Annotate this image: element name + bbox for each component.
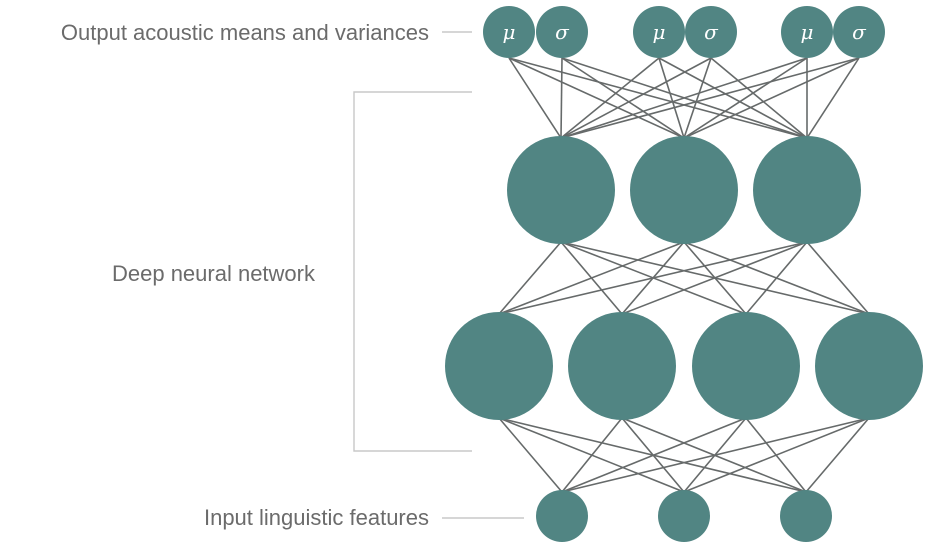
edge-output-hidden1 (561, 57, 685, 139)
network-label: Deep neural network (112, 261, 316, 286)
edge-hidden2-input (683, 417, 870, 493)
edge-output-hidden1 (560, 57, 860, 139)
output-node (685, 6, 737, 58)
edge-hidden1-hidden2 (498, 241, 685, 315)
output-label: Output acoustic means and variances (61, 20, 429, 45)
edge-hidden2-input (561, 417, 747, 493)
hidden-layer-1-node (507, 136, 615, 244)
edge-hidden2-input (561, 417, 623, 493)
input-node (658, 490, 710, 542)
edge-hidden1-hidden2 (806, 241, 870, 315)
hidden-layer-2-node (568, 312, 676, 420)
edge-output-hidden1 (560, 57, 808, 139)
output-node (781, 6, 833, 58)
edge-output-hidden1 (806, 57, 860, 139)
edge-output-hidden1 (560, 57, 660, 139)
output-node-symbol: σ (555, 20, 570, 44)
output-node-symbol: μ (653, 20, 666, 44)
edge-hidden1-hidden2 (621, 241, 808, 315)
hidden-layer-2-node (445, 312, 553, 420)
edge-hidden1-hidden2 (498, 241, 808, 315)
edge-output-hidden1 (508, 57, 808, 139)
edge-output-hidden1 (508, 57, 685, 139)
output-node (483, 6, 535, 58)
hidden-layer-2-node (815, 312, 923, 420)
edge-output-hidden1 (658, 57, 808, 139)
guide-lines (353, 31, 524, 519)
output-node (536, 6, 588, 58)
edge-output-hidden1 (658, 57, 685, 139)
edge-output-hidden1 (683, 57, 712, 139)
output-node-symbol: μ (503, 20, 516, 44)
input-node (780, 490, 832, 542)
hidden-layer-1-node (630, 136, 738, 244)
edge-output-hidden1 (508, 57, 562, 139)
connection-lines (498, 57, 870, 493)
input-label: Input linguistic features (204, 505, 429, 530)
edge-hidden1-hidden2 (498, 241, 562, 315)
network-bracket (353, 91, 472, 452)
edge-hidden2-input (805, 417, 870, 493)
edge-output-hidden1 (560, 57, 563, 139)
edge-hidden2-input (561, 417, 870, 493)
edge-output-hidden1 (683, 57, 808, 139)
output-node (833, 6, 885, 58)
edge-hidden2-input (498, 417, 563, 493)
edge-hidden1-hidden2 (745, 241, 808, 315)
output-node (633, 6, 685, 58)
hidden-layer-1-node (753, 136, 861, 244)
output-node-symbol: σ (852, 20, 867, 44)
edge-output-hidden1 (560, 57, 712, 139)
input-node (536, 490, 588, 542)
edge-output-hidden1 (683, 57, 860, 139)
output-node-symbol: μ (801, 20, 814, 44)
hidden-layer-2-node (692, 312, 800, 420)
output-node-symbol: σ (704, 20, 719, 44)
edge-output-hidden1 (710, 57, 808, 139)
